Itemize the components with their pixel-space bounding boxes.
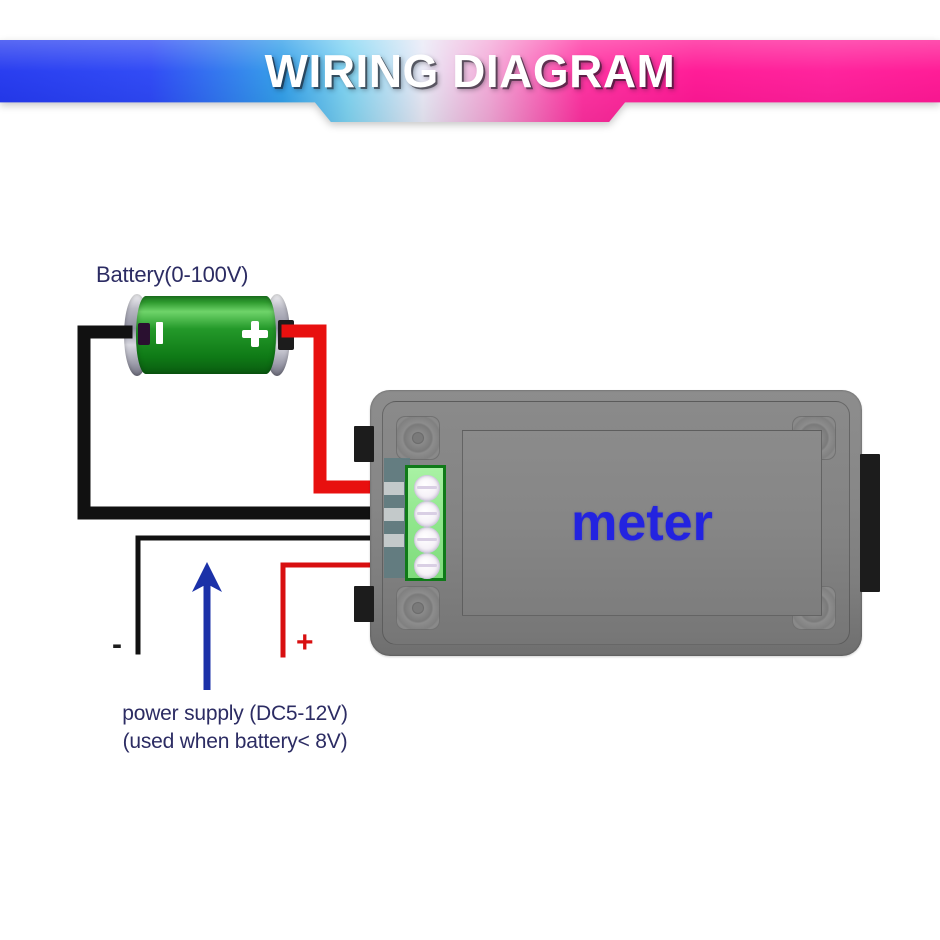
page-title: WIRING DIAGRAM: [264, 45, 676, 97]
power-supply-caption: power supply (DC5-12V) (used when batter…: [0, 700, 470, 757]
terminal-notch-1: [384, 482, 404, 495]
meter-tab-left-bottom: [354, 586, 374, 622]
screw-bottom-left: [396, 586, 440, 630]
meter-tab-left-top: [354, 426, 374, 462]
power-supply-arrow-icon: [192, 562, 222, 690]
wire-supply-negative: [135, 535, 431, 655]
supply-negative-label: -: [112, 628, 122, 661]
wire-battery-negative: [77, 325, 433, 520]
terminal-block[interactable]: [405, 465, 446, 581]
caption-line-1: power supply (DC5-12V): [122, 702, 348, 725]
terminal-screw-1[interactable]: [414, 475, 440, 501]
terminal-screw-4[interactable]: [414, 553, 440, 579]
supply-positive-label: +: [296, 626, 314, 659]
meter-tab-right: [860, 454, 880, 592]
terminal-notch-2: [384, 508, 404, 521]
caption-line-2: (used when battery< 8V): [122, 730, 348, 754]
battery-minus-icon: [156, 322, 163, 344]
terminal-screw-3[interactable]: [414, 527, 440, 553]
battery-negative-terminal: [138, 323, 150, 345]
terminal-notch-3: [384, 534, 404, 547]
meter-device: meter: [354, 390, 880, 656]
meter-display-panel: meter: [462, 430, 822, 616]
battery-label: Battery(0-100V): [96, 262, 249, 287]
terminal-screw-2[interactable]: [414, 501, 440, 527]
battery-plus-icon: [242, 321, 268, 347]
meter-display-text: meter: [571, 494, 713, 552]
screw-top-left: [396, 416, 440, 460]
